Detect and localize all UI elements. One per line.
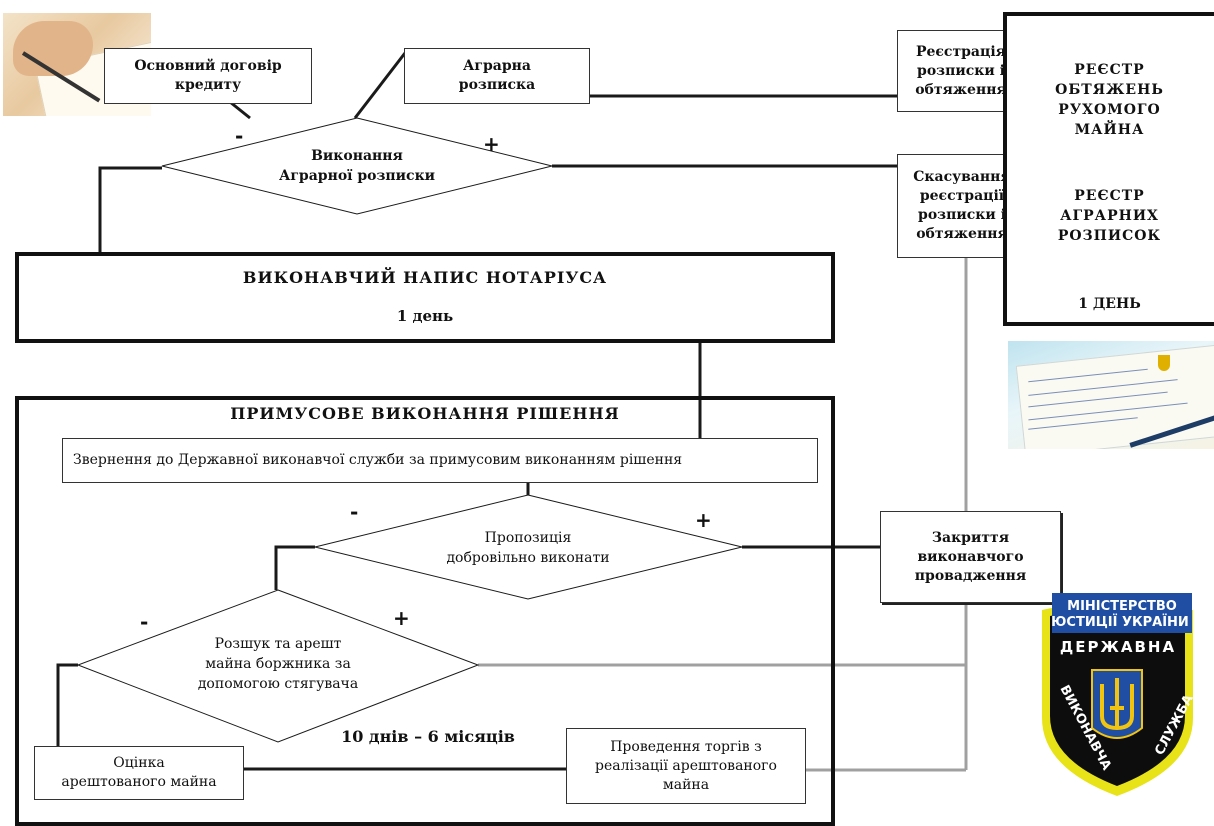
execution-minus-sign: - bbox=[235, 124, 244, 148]
decision-voluntary-label: Пропозиція добровільно виконати bbox=[446, 530, 610, 566]
registry-duration-label: 1 ДЕНЬ bbox=[1078, 296, 1141, 312]
main-contract-box: Основний договір кредиту bbox=[104, 48, 312, 104]
registry-agrarian-label: РЕЄСТР АГРАРНИХ РОЗПИСОК bbox=[1057, 188, 1162, 244]
document-with-pen-image bbox=[1008, 341, 1214, 449]
search-minus-sign: - bbox=[140, 610, 149, 634]
decision-diamond-voluntary bbox=[314, 494, 743, 600]
decision-search-label: Розшук та арешт майна боржника за допомо… bbox=[197, 636, 359, 692]
emblem-word1: ДЕРЖАВНА bbox=[1060, 638, 1176, 656]
emblem-top-line1: МІНІСТЕРСТВО bbox=[1067, 599, 1177, 614]
decision-diamond-search bbox=[76, 589, 480, 743]
emblem-top-line2: ЮСТИЦІЇ УКРАЇНИ bbox=[1051, 614, 1189, 630]
voluntary-minus-sign: - bbox=[350, 500, 359, 524]
decision-diamond-execution bbox=[161, 117, 553, 215]
agrarian-receipt-box: Аграрна розписка bbox=[404, 48, 590, 104]
enforcement-duration-label: 10 днів – 6 місяців bbox=[341, 727, 515, 746]
evaluation-box: Оцінка арештованого майна bbox=[34, 746, 244, 800]
notary-title: ВИКОНАВЧИЙ НАПИС НОТАРІУСА bbox=[242, 268, 608, 287]
closure-box: Закриття виконавчого провадження bbox=[880, 511, 1061, 603]
notary-duration: 1 день bbox=[396, 307, 454, 325]
registry-block: РЕЄСТР ОБТЯЖЕНЬ РУХОМОГО МАЙНА РЕЄСТР АГ… bbox=[1003, 12, 1214, 326]
execution-plus-sign: + bbox=[483, 132, 500, 156]
appeal-box: Звернення до Державної виконавчої служби… bbox=[62, 438, 818, 483]
voluntary-plus-sign: + bbox=[695, 508, 712, 532]
notary-box: ВИКОНАВЧИЙ НАПИС НОТАРІУСА 1 день bbox=[15, 252, 835, 343]
decision-execution-label: Виконання Аграрної розписки bbox=[278, 148, 436, 184]
enforcement-title: ПРИМУСОВЕ ВИКОНАННЯ РІШЕННЯ bbox=[230, 404, 620, 423]
state-executive-service-emblem: МІНІСТЕРСТВО ЮСТИЦІЇ УКРАЇНИ ДЕРЖАВНА ВИ… bbox=[1042, 593, 1197, 796]
search-plus-sign: + bbox=[393, 606, 410, 630]
trident-icon bbox=[1091, 669, 1143, 739]
emblem-banner bbox=[1052, 593, 1192, 633]
registry-encumbrances-label: РЕЄСТР ОБТЯЖЕНЬ РУХОМОГО МАЙНА bbox=[1055, 62, 1164, 138]
auction-box: Проведення торгів з реалізації арештован… bbox=[566, 728, 806, 804]
